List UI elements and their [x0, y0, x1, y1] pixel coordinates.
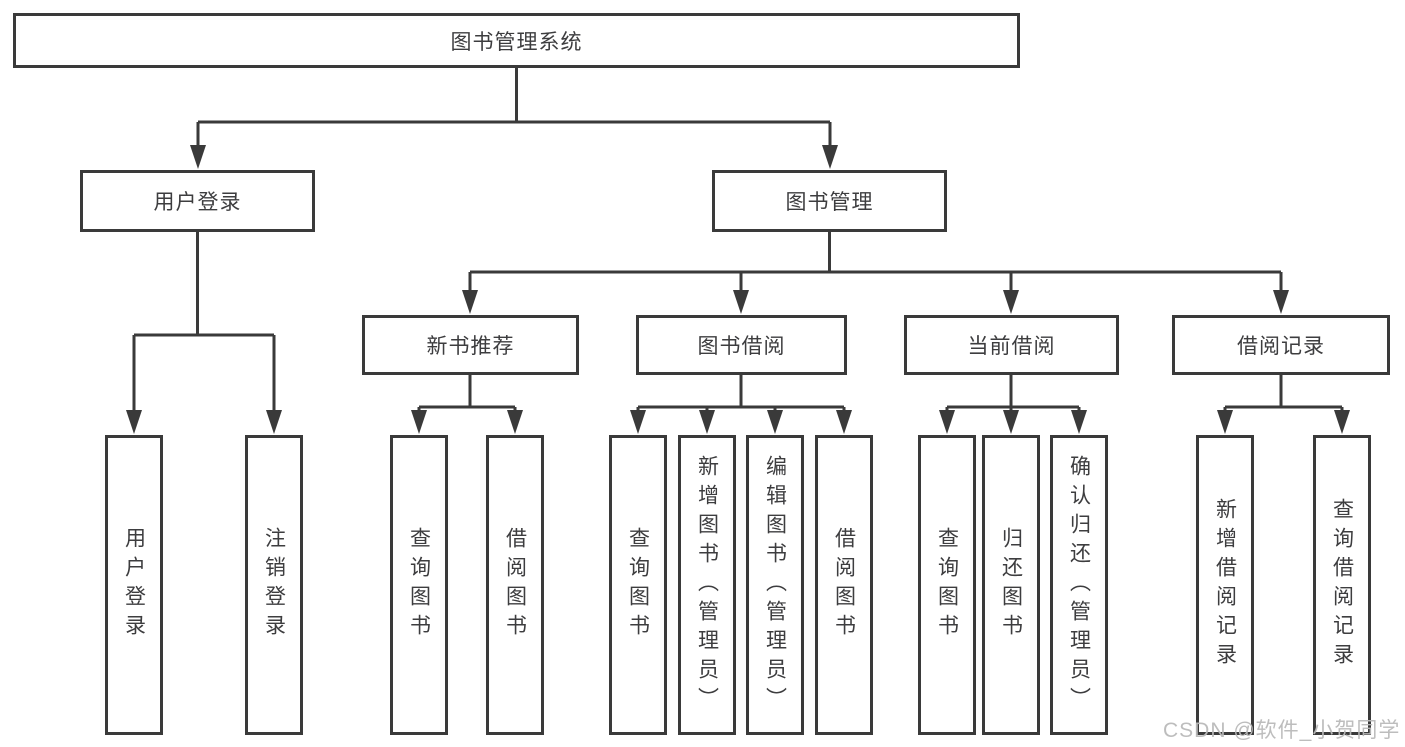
leaf-return-books: 归还图书: [982, 435, 1040, 735]
leaf-query-books-recommend: 查询图书: [390, 435, 448, 735]
leaf-user-login: 用户登录: [105, 435, 163, 735]
leaf-query-books-borrow-label: 查询图书: [626, 527, 650, 643]
leaf-add-book-admin-label: 新增图书（管理员）: [695, 454, 719, 716]
arrowheads: [126, 145, 1350, 434]
node-user-login: 用户登录: [80, 170, 315, 232]
leaf-confirm-return-admin: 确认归还（管理员）: [1050, 435, 1108, 735]
leaf-borrow-books: 借阅图书: [815, 435, 873, 735]
leaf-borrow-books-recommend: 借阅图书: [486, 435, 544, 735]
csdn-watermark: CSDN @软件_小贺同学: [1163, 719, 1401, 742]
leaf-query-books-recommend-label: 查询图书: [407, 527, 431, 643]
node-book-borrow: 图书借阅: [636, 315, 847, 375]
leaf-logout: 注销登录: [245, 435, 303, 735]
leaf-query-borrow-record-label: 查询借阅记录: [1330, 498, 1354, 672]
node-current-borrow: 当前借阅: [904, 315, 1119, 375]
leaf-query-books-current-label: 查询图书: [935, 527, 959, 643]
leaf-return-books-label: 归还图书: [999, 527, 1023, 643]
leaf-confirm-return-admin-label: 确认归还（管理员）: [1067, 454, 1091, 716]
leaf-add-book-admin: 新增图书（管理员）: [678, 435, 736, 735]
leaf-logout-label: 注销登录: [262, 527, 286, 643]
leaf-query-books-current: 查询图书: [918, 435, 976, 735]
connector-lines: [132, 68, 1344, 416]
leaf-edit-book-admin-label: 编辑图书（管理员）: [763, 454, 787, 716]
leaf-edit-book-admin: 编辑图书（管理员）: [746, 435, 804, 735]
leaf-query-books-borrow: 查询图书: [609, 435, 667, 735]
leaf-user-login-label: 用户登录: [122, 527, 146, 643]
node-book-management: 图书管理: [712, 170, 947, 232]
node-root-system: 图书管理系统: [13, 13, 1020, 68]
leaf-borrow-books-recommend-label: 借阅图书: [503, 527, 527, 643]
node-new-book-recommend: 新书推荐: [362, 315, 579, 375]
node-borrow-records: 借阅记录: [1172, 315, 1390, 375]
leaf-query-borrow-record: 查询借阅记录: [1313, 435, 1371, 735]
leaf-add-borrow-record: 新增借阅记录: [1196, 435, 1254, 735]
leaf-borrow-books-label: 借阅图书: [832, 527, 856, 643]
leaf-add-borrow-record-label: 新增借阅记录: [1213, 498, 1237, 672]
